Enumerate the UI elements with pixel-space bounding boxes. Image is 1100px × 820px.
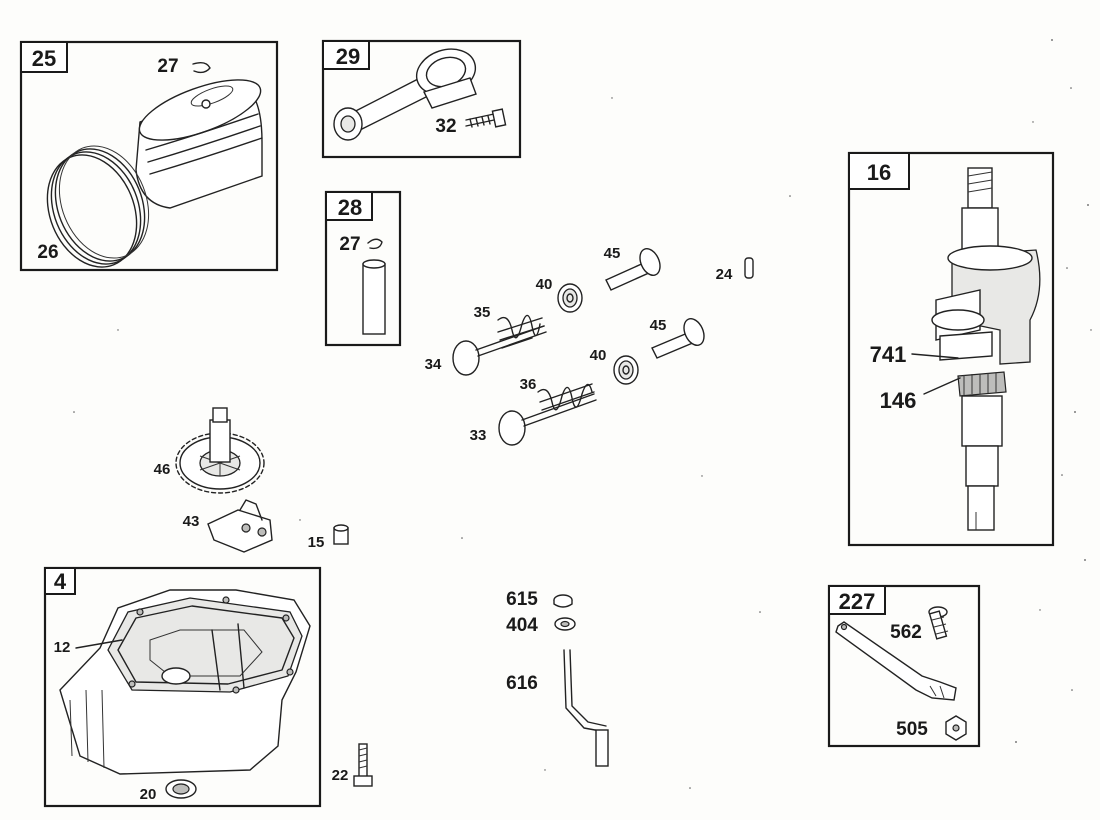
- group-227-frame: [827, 584, 981, 748]
- group-16-crankshaft: 16 741 146: [847, 151, 1055, 547]
- oil-seal-drawing: [165, 779, 197, 799]
- leader-146: [923, 377, 961, 395]
- part-label-741: 741: [870, 342, 907, 367]
- part-label-45-upper: 45: [604, 245, 621, 262]
- group-29-connecting-rod: 27 29 32: [321, 39, 522, 159]
- part-label-505: 505: [896, 719, 928, 740]
- leader-12: [75, 639, 123, 649]
- group-4-label: 4: [54, 569, 67, 594]
- governor-drawing: [207, 499, 273, 553]
- part-label-22: 22: [332, 767, 349, 784]
- washer-404-drawing: [554, 617, 576, 631]
- piston-rings-drawing: [46, 145, 150, 268]
- group-28-label: 28: [338, 195, 362, 220]
- group-4-tag: [44, 567, 76, 595]
- lever-drawing: [835, 621, 957, 701]
- crankshaft-drawing: [931, 167, 1041, 531]
- part-label-15: 15: [308, 534, 325, 551]
- rod-bolt-drawing: [465, 108, 507, 128]
- retainer-upper-drawing: [557, 283, 583, 313]
- nut-505-drawing: [945, 715, 967, 741]
- part-label-35: 35: [474, 304, 491, 321]
- pin-circlip-drawing: [367, 238, 383, 250]
- part-label-32: 32: [435, 116, 456, 137]
- part-label-43: 43: [183, 513, 200, 530]
- group-25-tag: [20, 41, 68, 73]
- group-29-frame: [321, 39, 522, 159]
- plug-drawing: [333, 524, 349, 545]
- bolt-22-drawing: [353, 743, 373, 787]
- valve-train: 45 24 40 35 45 34: [425, 245, 754, 446]
- bolt-562-drawing: [928, 606, 949, 640]
- group-227-label: 227: [839, 589, 876, 614]
- nut-615-drawing: [553, 594, 573, 608]
- part-label-26: 26: [37, 242, 58, 263]
- part-label-616: 616: [506, 673, 538, 694]
- part-label-404: 404: [506, 615, 538, 636]
- leader-741: [911, 353, 959, 359]
- camshaft-gear-group: 46 43 15: [154, 407, 349, 553]
- scan-noise: [73, 39, 1092, 789]
- valve-upper-drawing: [452, 325, 547, 376]
- tappet-lower-drawing: [651, 317, 705, 359]
- spring-lower-drawing: [537, 383, 595, 411]
- group-16-label: 16: [867, 160, 891, 185]
- group-4-frame: [43, 566, 322, 808]
- part-label-615: 615: [506, 589, 538, 610]
- group-29-tag: [322, 40, 370, 70]
- part-label-24: 24: [716, 266, 733, 283]
- part-label-27-pin: 27: [339, 234, 360, 255]
- tappet-upper-drawing: [605, 247, 661, 291]
- group-29-label-text: 29: [336, 44, 360, 69]
- part-label-34: 34: [425, 356, 442, 373]
- key-drawing: [744, 257, 754, 279]
- group-28-tag: [325, 191, 373, 221]
- group-227-governor-lever: 227 562 505: [827, 584, 981, 748]
- piston-drawing: [135, 79, 263, 209]
- connecting-rod-drawing: [333, 48, 477, 141]
- part-label-20: 20: [140, 786, 157, 803]
- group-25-frame: [19, 40, 279, 272]
- part-label-562: 562: [890, 622, 922, 643]
- circlip-drawing: [192, 61, 211, 74]
- part-label-45-lower: 45: [650, 317, 667, 334]
- part-label-27: 27: [157, 56, 178, 77]
- part-label-33: 33: [470, 427, 487, 444]
- group-25-label: 25: [32, 46, 56, 71]
- part-label-46: 46: [154, 461, 171, 478]
- valve-lower-drawing: [498, 393, 597, 446]
- group-4-crankcase: 4 12 20: [43, 566, 322, 808]
- group-227-tag: [828, 585, 886, 615]
- retainer-lower-drawing: [613, 355, 639, 385]
- group-28-piston-pin: 28 27: [324, 190, 402, 347]
- rod-616-drawing: [563, 649, 609, 767]
- group-25-piston: 25 27 26: [19, 40, 279, 272]
- spring-upper-drawing: [497, 314, 545, 349]
- part-label-40-lower: 40: [590, 347, 607, 364]
- part-label-12: 12: [54, 639, 71, 656]
- part-label-40-upper: 40: [536, 276, 553, 293]
- part-label-36: 36: [520, 376, 537, 393]
- piston-pin-drawing: [362, 259, 386, 335]
- crankcase-drawing: [59, 589, 311, 775]
- group-16-frame: [847, 151, 1055, 547]
- part-label-146: 146: [880, 388, 917, 413]
- cam-gear-drawing: [175, 407, 265, 494]
- group-16-tag: [848, 152, 910, 190]
- linkage-group: 615 404 616: [506, 589, 609, 767]
